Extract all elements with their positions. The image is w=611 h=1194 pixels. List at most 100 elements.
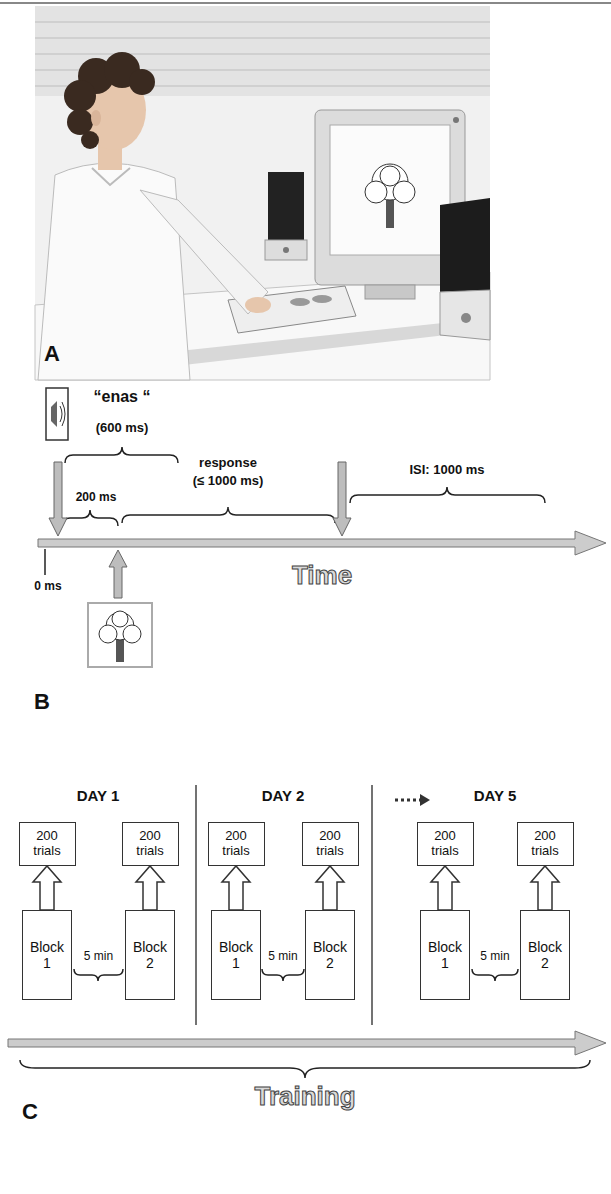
- lab-photo: [268, 172, 304, 240]
- timing-brace: [62, 447, 545, 526]
- pause-label: 5 min: [480, 950, 509, 963]
- timing-brace: [350, 487, 545, 503]
- picture-stimulus: [88, 603, 152, 667]
- trial-count-box: 200 trials: [417, 822, 474, 866]
- lab-photo: [35, 6, 490, 96]
- picture-stimulus: [123, 625, 141, 643]
- pause-brace: [74, 969, 123, 981]
- pause-label: 5 min: [268, 950, 297, 963]
- lab-photo: [35, 6, 490, 380]
- time-axis: [38, 531, 606, 555]
- lab-photo: [461, 313, 471, 323]
- block-box: Block 1: [22, 910, 72, 1000]
- speaker-icon: [51, 401, 57, 427]
- lab-photo: [35, 37, 490, 39]
- block-box: Block 1: [211, 910, 261, 1000]
- event-arrow: [109, 550, 127, 598]
- day-separator: [195, 785, 197, 1025]
- block-arrow: [222, 866, 250, 910]
- lab-photo: [35, 6, 490, 380]
- speaker-icon: [46, 388, 68, 440]
- ellipsis-arrow: [395, 794, 430, 806]
- training-axis: [8, 1031, 606, 1055]
- lab-photo: [440, 198, 490, 292]
- lab-photo: [440, 290, 490, 340]
- lab-photo: [129, 69, 155, 95]
- block-arrow: [531, 866, 559, 910]
- picture-stimulus: [88, 603, 152, 667]
- axis-title: Time: [292, 561, 352, 590]
- duration-label: (≤ 1000 ms): [193, 474, 264, 488]
- pause-brace: [472, 969, 518, 981]
- onset-tick: [44, 549, 46, 575]
- day-separator: [371, 785, 373, 1025]
- block-arrow: [136, 866, 164, 910]
- lab-photo: [64, 80, 96, 112]
- box-text: Block 1: [27, 939, 67, 971]
- lab-photo: [386, 200, 394, 228]
- block-arrow: [33, 866, 61, 910]
- box-text: 200 trials: [213, 829, 260, 859]
- box-text: 200 trials: [24, 829, 71, 859]
- duration-label: (600 ms): [96, 421, 149, 435]
- training-brace: [20, 1060, 590, 1078]
- timing-brace: [62, 510, 118, 526]
- picture-stimulus: [116, 638, 124, 662]
- block-arrow: [316, 866, 344, 910]
- trial-count-box: 200 trials: [302, 822, 359, 866]
- box-text: 200 trials: [422, 829, 469, 859]
- timing-brace: [122, 507, 335, 523]
- block-box: Block 2: [520, 910, 570, 1000]
- block-box: Block 1: [420, 910, 470, 1000]
- block-box: Block 2: [125, 910, 175, 1000]
- pause-label: 5 min: [84, 950, 113, 963]
- panel-letter: A: [44, 342, 60, 366]
- axis-title: Training: [254, 1082, 355, 1111]
- box-text: 200 trials: [307, 829, 354, 859]
- lab-photo: [265, 240, 307, 260]
- lab-photo: [35, 53, 490, 55]
- box-text: Block 2: [130, 939, 170, 971]
- panel-letter: C: [22, 1100, 38, 1124]
- box-text: Block 2: [310, 939, 350, 971]
- speaker-icon: [60, 406, 62, 422]
- lab-photo: [283, 247, 289, 253]
- lab-photo: [453, 117, 459, 123]
- event-arrow: [49, 462, 67, 536]
- duration-label: 200 ms: [76, 491, 117, 504]
- day-label: DAY 5: [474, 788, 517, 805]
- lab-photo: [245, 297, 271, 313]
- lab-photo: [91, 110, 101, 126]
- top-rule: [0, 2, 611, 4]
- panel-letter: B: [34, 690, 50, 714]
- box-text: Block 2: [525, 939, 565, 971]
- lab-photo: [380, 166, 400, 186]
- lab-photo: [312, 295, 332, 303]
- day-separator: [196, 785, 372, 1025]
- speaker-icon: [62, 402, 65, 426]
- trial-count-box: 200 trials: [19, 822, 76, 866]
- block-box: Block 2: [305, 910, 355, 1000]
- lab-photo: [365, 285, 415, 299]
- lab-photo: [92, 168, 130, 185]
- lab-photo: [140, 190, 268, 314]
- box-text: 200 trials: [127, 829, 174, 859]
- event-arrow: [333, 462, 351, 536]
- ellipsis-arrow: [395, 799, 420, 802]
- block-arrow: [431, 866, 459, 910]
- box-text: 200 trials: [522, 829, 569, 859]
- box-text: Block 1: [216, 939, 256, 971]
- lab-photo: [81, 131, 99, 149]
- spoken-word: “enas “: [94, 388, 151, 406]
- onset-label: 0 ms: [34, 580, 61, 593]
- lab-photo: [38, 163, 190, 380]
- speaker-icon: [46, 388, 68, 440]
- trial-count-box: 200 trials: [122, 822, 179, 866]
- day-label: DAY 2: [262, 788, 305, 805]
- day-label: DAY 1: [77, 788, 120, 805]
- box-text: Block 1: [425, 939, 465, 971]
- ellipsis-arrow: [420, 794, 430, 806]
- lab-photo: [35, 21, 490, 23]
